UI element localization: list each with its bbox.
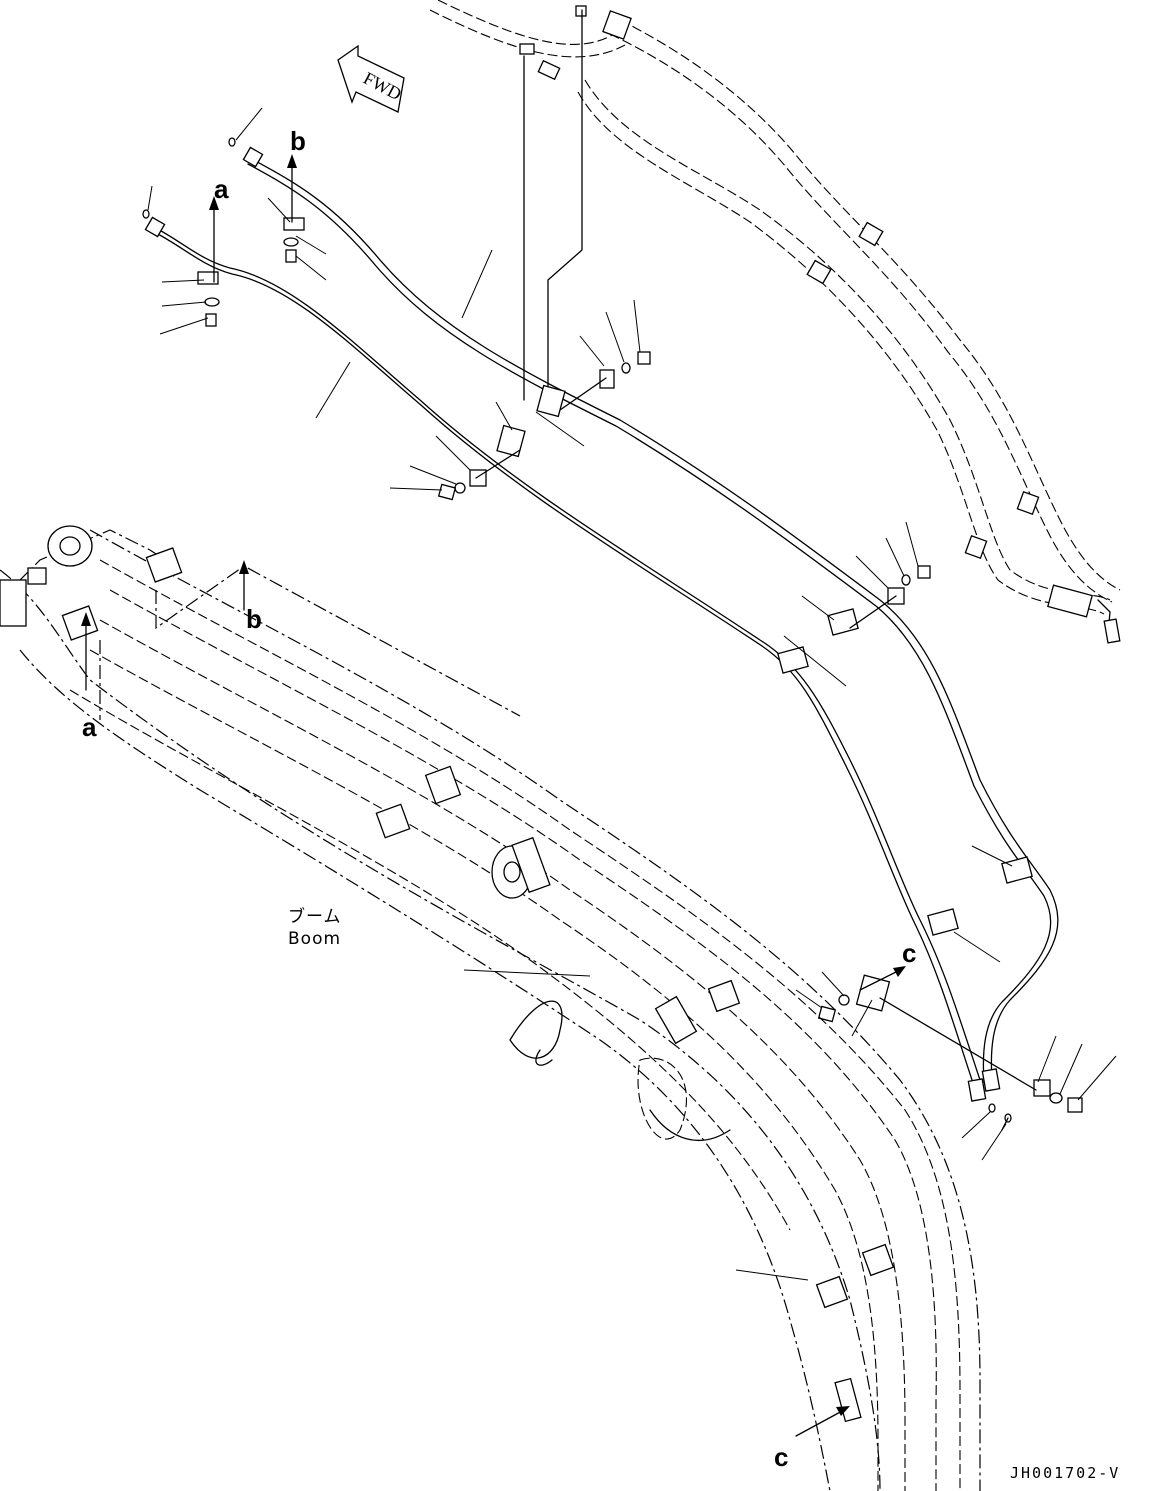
label-a-top: a (214, 174, 229, 204)
new-pipes (142, 9, 1083, 1131)
boom-caption-jp: ブーム (288, 906, 342, 927)
label-a-boom: a (82, 712, 97, 742)
fwd-arrow: FWD (337, 44, 405, 113)
drawing-code: JH001702-V (1010, 1464, 1120, 1482)
label-b-top: b (290, 126, 306, 156)
upper-hoses-existing (429, 0, 1121, 644)
boom-structure (0, 525, 981, 1491)
label-c-right: c (902, 938, 916, 968)
label-b-boom: b (246, 604, 262, 634)
boom-caption-en: Boom (288, 929, 341, 949)
leader-lines (147, 107, 1117, 1161)
label-c-bottom: c (774, 1442, 788, 1472)
label-arrows (81, 154, 906, 1437)
